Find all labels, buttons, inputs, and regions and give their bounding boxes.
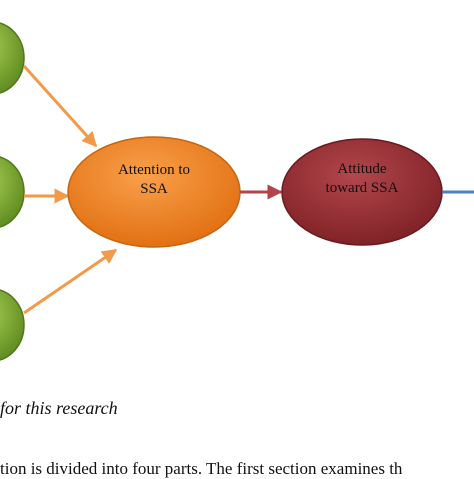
figure-caption: for this research xyxy=(0,398,118,418)
antecedent-node-middle xyxy=(0,156,25,228)
antecedent-node-bottom xyxy=(0,289,25,361)
arrow-top-to-attention xyxy=(22,64,98,148)
arrow-bottom-to-attention xyxy=(23,248,118,315)
attitude-label-line2: toward SSA xyxy=(326,180,399,196)
attitude-label-line1: Attitude xyxy=(337,161,387,177)
attention-label-line2: SSA xyxy=(140,181,168,197)
antecedent-node-top xyxy=(0,22,25,94)
attention-label-line1: Attention to xyxy=(118,162,190,178)
body-text-line: tion is divided into four parts. The fir… xyxy=(0,459,403,478)
